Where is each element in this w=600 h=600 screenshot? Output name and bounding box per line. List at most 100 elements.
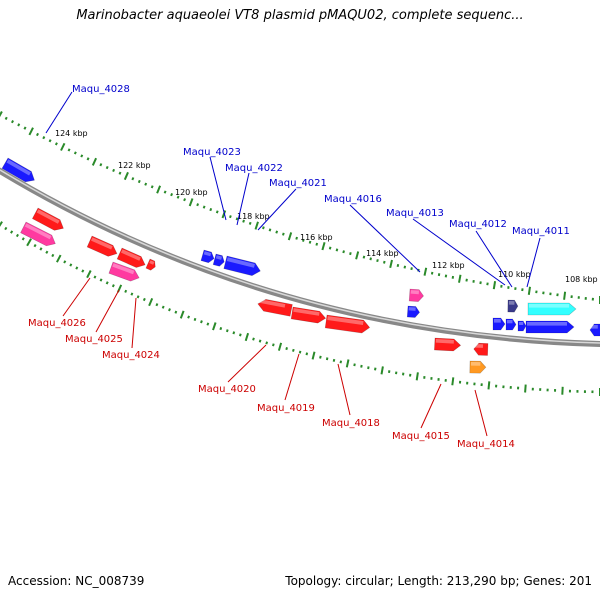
inner-tick	[193, 317, 197, 322]
reverse-gene-label[interactable]: Maqu_4014	[457, 439, 515, 450]
gene-arrow-shine	[507, 320, 513, 324]
gene-arrow[interactable]	[290, 306, 327, 324]
outer-tick	[295, 236, 298, 240]
scale-label: 112 kbp	[432, 261, 465, 270]
gene-arrow[interactable]	[257, 298, 293, 317]
inner-tick	[487, 381, 491, 390]
scale-label: 116 kbp	[300, 233, 333, 242]
gene-arrow[interactable]	[505, 318, 517, 331]
gene-arrow-shine	[6, 159, 31, 176]
gene-arrow-body	[145, 258, 156, 271]
gene-arrow[interactable]	[1, 157, 37, 185]
map-title: Marinobacter aquaeolei VT8 plasmid pMAQU…	[76, 8, 524, 23]
outer-tick	[170, 193, 174, 197]
outer-tick	[196, 203, 200, 207]
gene-arrow-body	[31, 207, 64, 231]
gene-arrow[interactable]	[406, 305, 420, 318]
outer-tick	[105, 166, 109, 170]
inner-tick	[130, 292, 134, 296]
outer-tick	[150, 185, 154, 189]
gene-arrow[interactable]	[20, 221, 59, 249]
gene-arrow-shine	[36, 209, 60, 224]
gene-arrow[interactable]	[434, 337, 462, 352]
inner-tick	[51, 253, 55, 258]
outer-tick	[4, 116, 8, 120]
gene-arrow[interactable]	[469, 360, 487, 374]
forward-gene-label[interactable]: Maqu_4022	[225, 163, 283, 174]
forward-gene-label[interactable]: Maqu_4023	[183, 147, 241, 158]
gene-arrow-body	[525, 320, 575, 334]
forward-gene-label[interactable]: Maqu_4011	[512, 226, 570, 237]
inner-tick	[292, 348, 295, 352]
gene-arrow-shine	[494, 319, 501, 323]
reverse-gene-label[interactable]: Maqu_4015	[392, 431, 450, 442]
scale-label: 118 kbp	[237, 212, 270, 221]
gene-arrow-body	[86, 235, 118, 257]
outer-tick	[465, 278, 468, 282]
forward-gene-label[interactable]: Maqu_4013	[386, 208, 444, 219]
inner-tick	[4, 226, 8, 231]
inner-tick	[81, 269, 85, 273]
outer-tick	[242, 219, 245, 223]
inner-tick	[265, 341, 269, 345]
gene-arrow-body	[108, 261, 140, 282]
inner-tick	[161, 305, 165, 309]
gene-arrow-shine	[91, 237, 113, 250]
gene-arrow[interactable]	[108, 261, 141, 284]
gene-arrow[interactable]	[473, 342, 489, 356]
forward-leader-line	[45, 91, 73, 134]
inner-tick	[339, 360, 343, 364]
reverse-gene-label[interactable]: Maqu_4024	[102, 350, 160, 361]
gene-arrow[interactable]	[86, 235, 119, 259]
inner-tick	[272, 343, 275, 347]
gene-arrow-shine	[591, 325, 598, 329]
outer-tick	[118, 171, 122, 175]
gene-arrow-body	[473, 342, 489, 356]
reverse-gene-label[interactable]: Maqu_4026	[28, 318, 86, 329]
forward-gene-label[interactable]: Maqu_4012	[449, 219, 507, 230]
gene-arrow[interactable]	[116, 247, 147, 270]
inner-tick	[10, 230, 14, 234]
outer-tick	[492, 281, 497, 290]
outer-tick	[80, 154, 84, 158]
forward-gene-label[interactable]: Maqu_4016	[324, 194, 382, 205]
outer-tick	[349, 252, 352, 256]
gene-arrow[interactable]	[492, 317, 506, 331]
gene-arrow[interactable]	[212, 253, 226, 267]
gene-arrow[interactable]	[200, 249, 216, 264]
gene-arrow[interactable]	[525, 320, 575, 334]
inner-tick	[258, 339, 262, 343]
reverse-gene-label[interactable]: Maqu_4020	[198, 384, 256, 395]
gene-arrow-body	[20, 221, 56, 247]
forward-gene-label[interactable]: Maqu_4021	[269, 178, 327, 189]
inner-tick	[33, 244, 37, 248]
gene-arrow-shine	[112, 263, 135, 275]
inner-tick	[212, 322, 217, 331]
gene-arrow-shine	[435, 339, 454, 344]
gene-arrow-body	[589, 323, 600, 337]
inner-tick	[168, 308, 171, 312]
gene-arrow-body	[469, 360, 487, 374]
outer-tick	[321, 242, 326, 251]
outer-tick	[254, 221, 259, 230]
reverse-gene-label[interactable]: Maqu_4025	[65, 334, 123, 345]
reverse-gene-label[interactable]: Maqu_4019	[257, 403, 315, 414]
reverse-gene-label[interactable]: Maqu_4018	[322, 418, 380, 429]
gene-arrow[interactable]	[408, 288, 424, 302]
outer-tick	[262, 226, 265, 230]
outer-tick	[403, 265, 407, 269]
outer-tick	[60, 142, 66, 151]
gene-arrow[interactable]	[517, 320, 527, 332]
gene-arrow[interactable]	[31, 207, 66, 234]
gene-arrow[interactable]	[145, 258, 157, 271]
gene-arrow[interactable]	[527, 302, 577, 316]
gene-arrow[interactable]	[589, 323, 600, 337]
forward-gene-label[interactable]: Maqu_4028	[72, 84, 130, 95]
scale-label: 122 kbp	[118, 161, 151, 170]
gene-arrow-body	[1, 157, 35, 183]
gene-arrow[interactable]	[324, 314, 371, 334]
gene-arrow[interactable]	[507, 299, 519, 313]
gene-arrow[interactable]	[223, 255, 262, 277]
gene-arrow-body	[200, 249, 215, 264]
